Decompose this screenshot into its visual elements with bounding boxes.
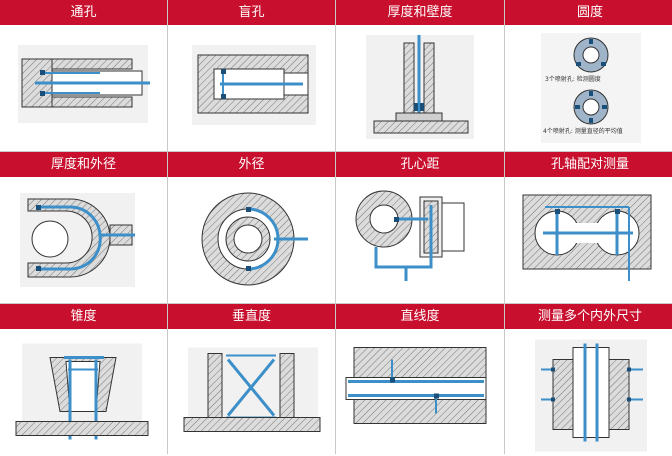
cell-title: 测量多个内外尺寸 [505,304,672,329]
hole-center-distance-diagram [336,177,504,303]
multiple-dimensions-diagram [505,329,672,456]
thickness-od-diagram [0,177,167,303]
cell-title: 厚度和壁度 [336,0,504,25]
cell-straightness: 直线度 [336,304,504,456]
through-hole-diagram [0,25,167,151]
cell-title: 圆度 [505,0,672,25]
outer-diameter-diagram [168,177,335,303]
cell-thickness-od: 厚度和外径 [0,152,167,303]
roundness-note-3-jets: 3个喷射孔: 检测圆度 [545,75,601,83]
cell-perpendicularity: 垂直度 [168,304,335,456]
cell-roundness: 圆度 3个喷射孔: 检测圆度 4个喷射孔: 测量直径的平均值 [505,0,672,151]
cell-multiple-dimensions: 测量多个内外尺寸 [505,304,672,456]
cell-title: 锥度 [0,304,167,329]
perpendicularity-diagram [168,329,335,456]
hole-shaft-pairing-diagram [505,177,672,303]
cell-outer-diameter: 外径 [168,152,335,303]
cell-through-hole: 通孔 [0,0,167,151]
cell-title: 厚度和外径 [0,152,167,177]
cell-hole-shaft-pairing: 孔轴配对测量 [505,152,672,303]
taper-diagram [0,329,167,456]
cell-blind-hole: 盲孔 [168,0,335,151]
cell-title: 孔轴配对测量 [505,152,672,177]
cell-title: 通孔 [0,0,167,25]
roundness-note-4-jets: 4个喷射孔: 测量直径的平均值 [543,127,623,135]
cell-title: 孔心距 [336,152,504,177]
cell-hole-center-distance: 孔心距 [336,152,504,303]
roundness-diagram: 3个喷射孔: 检测圆度 4个喷射孔: 测量直径的平均值 [505,25,672,151]
cell-title: 直线度 [336,304,504,329]
thickness-wall-diagram [336,25,504,151]
cell-title: 垂直度 [168,304,335,329]
blind-hole-diagram [168,25,335,151]
cell-title: 盲孔 [168,0,335,25]
cell-thickness-wall: 厚度和壁度 [336,0,504,151]
straightness-diagram [336,329,504,456]
cell-taper: 锥度 [0,304,167,456]
cell-title: 外径 [168,152,335,177]
